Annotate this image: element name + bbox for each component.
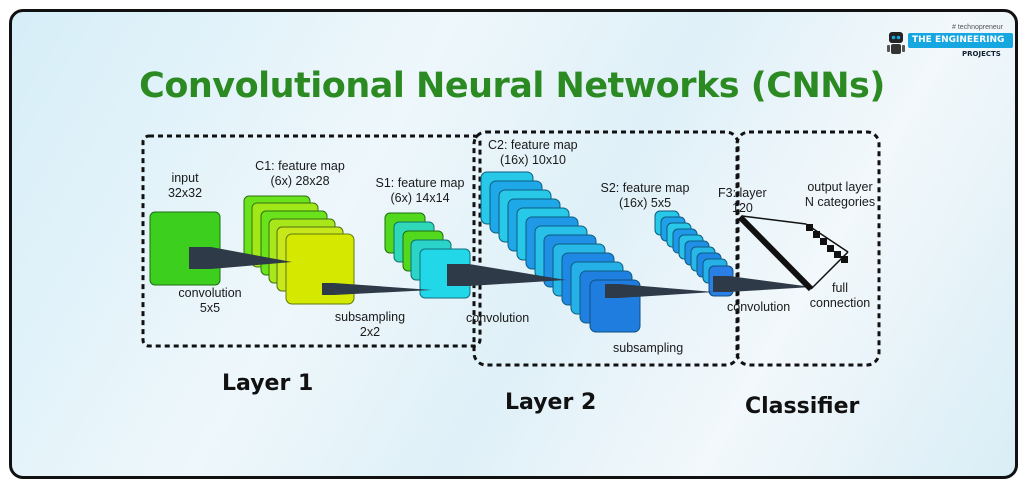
label-s2-size: (16x) 5x5 xyxy=(618,196,672,210)
conv1-receptive xyxy=(189,247,292,269)
label-sub1: subsampling 2x2 xyxy=(325,310,415,340)
label-input-size: 32x32 xyxy=(167,186,203,200)
section-layer2: Layer 2 xyxy=(505,390,597,415)
label-sub1-text: subsampling xyxy=(334,310,406,324)
label-conv2: convolution xyxy=(466,311,530,325)
label-c1-title: C1: feature map xyxy=(255,159,345,173)
logo-tagline: # technopreneur xyxy=(952,24,1003,31)
label-f3: F3: layer 120 xyxy=(718,186,767,216)
label-c1: C1: feature map (6x) 28x28 xyxy=(245,159,355,189)
label-s2: S2: feature map (16x) 5x5 xyxy=(590,181,700,211)
page-title: Convolutional Neural Networks (CNNs) xyxy=(139,66,885,106)
label-conv1-text: convolution xyxy=(178,286,242,300)
label-conv1-size: 5x5 xyxy=(199,301,221,315)
logo-sub: PROJECTS xyxy=(962,50,1001,58)
label-c1-size: (6x) 28x28 xyxy=(270,174,330,188)
label-input-text: input xyxy=(171,171,199,185)
logo: # technopreneur THE ENGINEERING PROJECTS xyxy=(886,24,1016,64)
section-layer1: Layer 1 xyxy=(222,371,314,396)
label-output-sub: N categories xyxy=(804,195,876,209)
f3-layer xyxy=(737,214,814,292)
label-s2-title: S2: feature map xyxy=(600,181,690,195)
label-output: output layer N categories xyxy=(795,180,885,210)
full-connection xyxy=(741,215,849,290)
label-s1: S1: feature map (6x) 14x14 xyxy=(365,176,475,206)
label-f3-title: F3: layer xyxy=(718,186,767,200)
conv2-receptive xyxy=(447,264,566,286)
label-f3-size: 120 xyxy=(732,201,753,215)
label-c2-size: (16x) 10x10 xyxy=(500,153,567,167)
section-classifier: Classifier xyxy=(745,394,860,419)
robot-logo-icon xyxy=(887,32,905,54)
label-s1-title: S1: feature map xyxy=(375,176,465,190)
label-conv3: convolution xyxy=(727,300,791,314)
label-c2: C2: feature map (16x) 10x10 xyxy=(488,138,578,168)
label-c2-title: C2: feature map xyxy=(488,138,578,152)
label-sub1-size: 2x2 xyxy=(359,325,381,339)
label-s1-size: (6x) 14x14 xyxy=(390,191,450,205)
output-layer xyxy=(806,224,848,263)
layer1-box xyxy=(141,134,482,348)
label-full-text: full xyxy=(832,281,848,295)
f3-receptive xyxy=(713,276,812,292)
label-input: input 32x32 xyxy=(160,171,210,201)
classifier-box xyxy=(735,130,881,367)
logo-brand: THE ENGINEERING xyxy=(908,33,1013,48)
label-full-connection: connection xyxy=(809,296,871,310)
c1-stack xyxy=(243,195,355,305)
label-full: full connection xyxy=(800,281,880,311)
label-conv1: convolution 5x5 xyxy=(170,286,250,316)
sub1-receptive xyxy=(322,283,432,295)
sub2-receptive xyxy=(605,284,714,298)
label-output-title: output layer xyxy=(807,180,873,194)
label-sub2: subsampling xyxy=(613,341,684,355)
